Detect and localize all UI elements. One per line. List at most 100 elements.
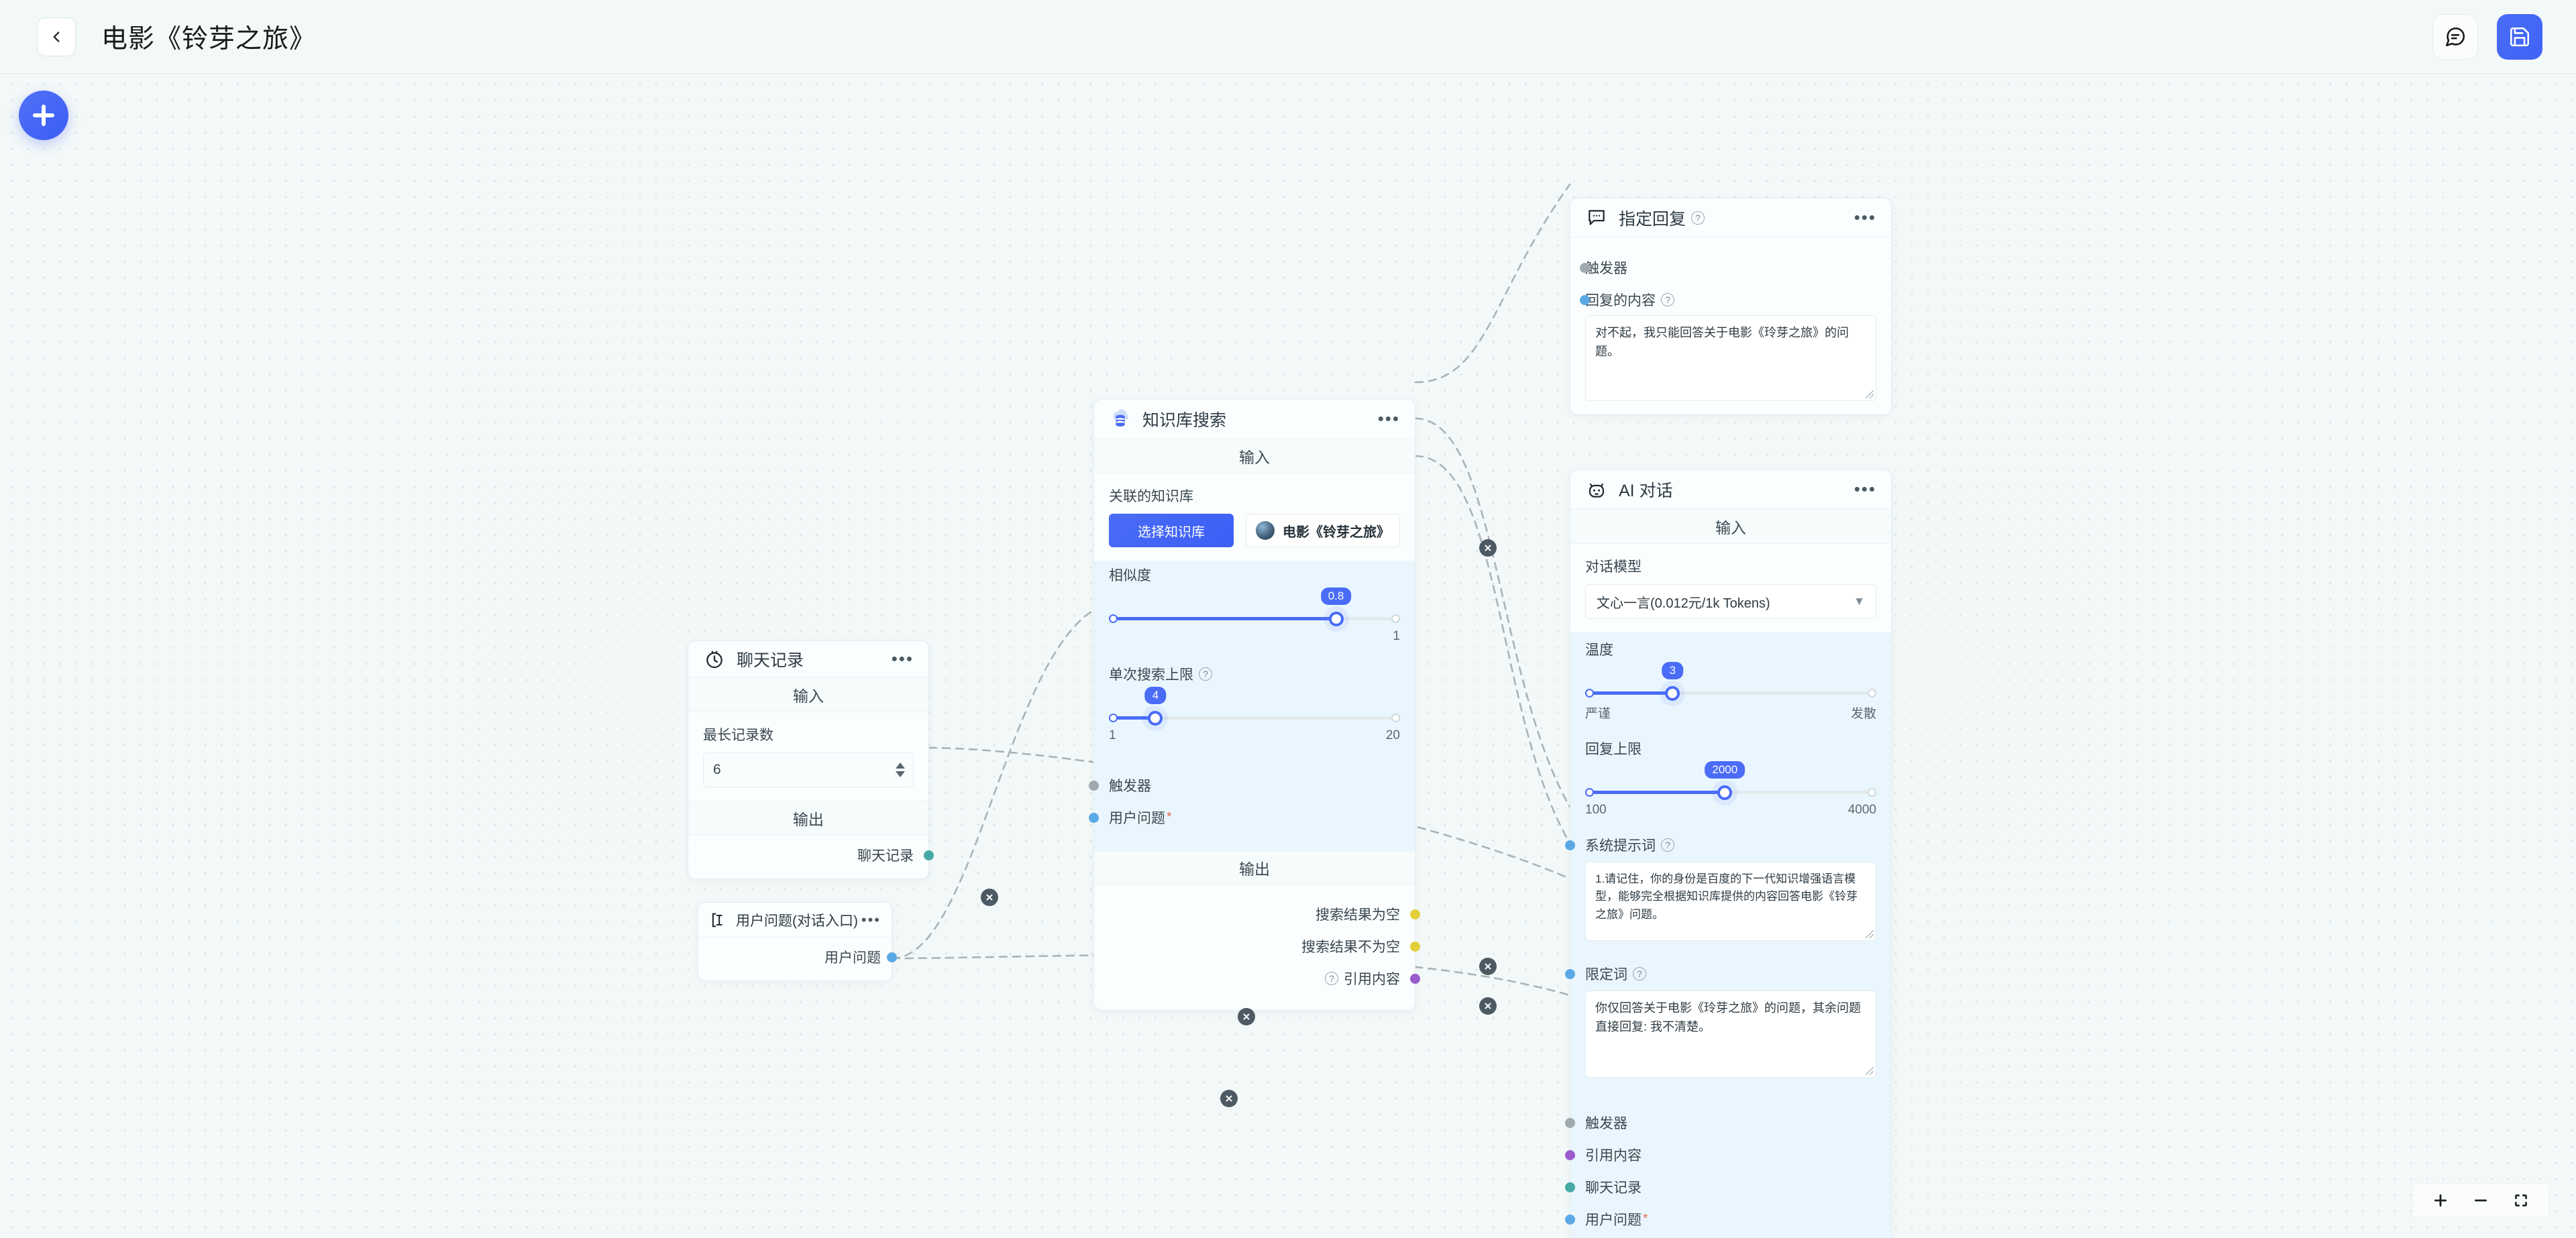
port-row-user-question[interactable]: 用户问题*	[1565, 1209, 1876, 1229]
port-in-trigger[interactable]	[1565, 1117, 1575, 1128]
port-in-quote[interactable]	[1565, 1149, 1575, 1160]
port-row-qualifier[interactable]: 限定词 ?	[1565, 964, 1876, 984]
edge-delete-button[interactable]	[981, 889, 998, 906]
reply-content-textarea[interactable]: 对不起，我只能回答关于电影《玲芽之旅》的问题。	[1585, 315, 1876, 401]
port-out-empty-result[interactable]	[1410, 909, 1420, 919]
node-menu-button[interactable]: •••	[1854, 207, 1876, 227]
port-label: 引用内容	[1344, 972, 1400, 987]
save-button[interactable]	[2497, 13, 2542, 60]
node-ai-chat[interactable]: AI 对话 ••• 输入 对话模型 文心一言(0.012元/1k Tokens)…	[1565, 469, 1892, 1238]
port-row-system-prompt[interactable]: 系统提示词 ?	[1565, 835, 1876, 855]
max-records-stepper[interactable]: 6	[703, 752, 914, 787]
model-select[interactable]: 文心一言(0.012元/1k Tokens) ▼	[1585, 584, 1876, 619]
model-label: 对话模型	[1585, 559, 1642, 575]
node-chat-history[interactable]: 聊天记录 ••• 输入 最长记录数 6 输出 聊天记录	[688, 640, 934, 879]
port-row-quote-content[interactable]: ? 引用内容	[1109, 968, 1420, 989]
node-kb-search[interactable]: 知识库搜索 ••• 输入 关联的知识库 选择知识库 电影《铃芽之旅》 相似度	[1089, 399, 1420, 1011]
similarity-slider[interactable]: 0.8 1	[1109, 587, 1400, 643]
temperature-slider[interactable]: 3 严谨 发散	[1585, 662, 1876, 721]
select-knowledge-base-button[interactable]: 选择知识库	[1109, 514, 1234, 547]
help-icon[interactable]: ?	[1325, 972, 1338, 985]
system-prompt-textarea[interactable]: 1.请记住，你的身份是百度的下一代知识增强语言模型，能够完全根据知识库提供的内容…	[1585, 862, 1876, 941]
port-label: 聊天记录	[1585, 1180, 1642, 1196]
port-label: 聊天记录	[857, 848, 914, 864]
temperature-label: 温度	[1585, 642, 1613, 658]
node-title: 聊天记录	[737, 651, 804, 670]
port-row-chat-history[interactable]: 聊天记录	[703, 845, 934, 865]
port-in-qualifier[interactable]	[1565, 968, 1575, 979]
edge-delete-button[interactable]	[1479, 958, 1497, 975]
knowledge-base-chip[interactable]: 电影《铃芽之旅》	[1246, 514, 1400, 547]
close-icon	[986, 894, 993, 901]
limit-min-label: 1	[1109, 728, 1116, 742]
zoom-in-button[interactable]	[2432, 1192, 2449, 1209]
slider-knob[interactable]	[1665, 686, 1680, 701]
port-out-user-question[interactable]	[887, 952, 897, 962]
port-out-chat-history[interactable]	[924, 850, 934, 860]
port-row-user-question[interactable]: 用户问题	[709, 947, 897, 967]
add-node-button[interactable]	[19, 91, 68, 140]
port-row-reply-content[interactable]: 回复的内容 ?	[1580, 290, 1876, 310]
port-in-user-question[interactable]	[1089, 812, 1099, 823]
port-row-quote[interactable]: 引用内容	[1565, 1145, 1876, 1165]
edge-delete-button[interactable]	[1479, 539, 1497, 557]
edge-notempty-to-ai-trigger	[1414, 417, 1571, 808]
port-in-user-question[interactable]	[1565, 1214, 1575, 1225]
edge-delete-button[interactable]	[1479, 997, 1497, 1015]
port-row-trigger[interactable]: 触发器	[1565, 1113, 1876, 1133]
node-menu-button[interactable]: •••	[891, 649, 914, 669]
port-row-trigger[interactable]: 触发器	[1580, 258, 1876, 278]
fit-view-button[interactable]	[2512, 1192, 2530, 1209]
port-in-trigger[interactable]	[1089, 780, 1099, 791]
help-icon[interactable]: ?	[1633, 967, 1646, 980]
stepper-arrows[interactable]	[896, 753, 905, 787]
help-icon[interactable]: ?	[1199, 667, 1212, 681]
close-icon	[1485, 545, 1491, 551]
edge-question-to-kb	[891, 609, 1095, 960]
port-row-empty-result[interactable]: 搜索结果为空	[1109, 904, 1420, 924]
output-band: 输出	[1094, 850, 1415, 885]
limit-slider[interactable]: 4 1 20	[1109, 687, 1400, 742]
node-menu-button[interactable]: •••	[1377, 408, 1400, 429]
zoom-out-button[interactable]	[2472, 1192, 2489, 1209]
slider-cap-left	[1109, 714, 1118, 722]
port-out-nonempty-result[interactable]	[1410, 941, 1420, 952]
maxtokens-section: 回复上限 2000 100 4000	[1570, 729, 1891, 828]
edge-delete-button[interactable]	[1238, 1008, 1255, 1025]
port-in-system-prompt[interactable]	[1565, 840, 1575, 850]
back-button[interactable]	[37, 17, 76, 56]
help-icon[interactable]: ?	[1661, 838, 1674, 852]
port-in-trigger[interactable]	[1580, 262, 1590, 273]
stepper-up-icon[interactable]	[896, 763, 905, 769]
slider-knob[interactable]	[1328, 612, 1344, 626]
node-menu-button[interactable]: •••	[861, 911, 881, 928]
kb-output-ports: 搜索结果为空 搜索结果不为空 ? 引用内容	[1094, 885, 1420, 1010]
port-row-trigger[interactable]: 触发器	[1089, 775, 1400, 795]
similarity-label: 相似度	[1109, 568, 1151, 583]
port-row-nonempty-result[interactable]: 搜索结果不为空	[1109, 936, 1420, 956]
slider-fill	[1109, 716, 1156, 720]
workflow-canvas[interactable]: 指定回复 ? ••• 触发器 回复的内容 ? 对不起，我只能回答关于电影《玲芽之…	[0, 74, 2576, 1238]
plus-icon	[2434, 1194, 2447, 1206]
port-row-history[interactable]: 聊天记录	[1565, 1177, 1876, 1197]
maxtokens-slider[interactable]: 2000 100 4000	[1585, 761, 1876, 817]
node-menu-button[interactable]: •••	[1854, 479, 1876, 499]
port-out-quote-content[interactable]	[1410, 973, 1420, 984]
qualifier-textarea[interactable]: 你仅回答关于电影《玲芽之旅》的问题，其余问题直接回复: 我不清楚。	[1585, 991, 1876, 1078]
slider-track	[1585, 691, 1876, 695]
help-icon[interactable]: ?	[1661, 293, 1674, 306]
slider-knob[interactable]	[1717, 785, 1733, 800]
port-row-user-question[interactable]: 用户问题*	[1089, 807, 1400, 828]
chevron-down-icon: ▼	[1854, 595, 1865, 608]
node-user-question[interactable]: 用户问题(对话入口) ••• 用户问题	[698, 902, 897, 981]
node-specified-reply[interactable]: 指定回复 ? ••• 触发器 回复的内容 ? 对不起，我只能回答关于电影《玲芽之…	[1570, 198, 1892, 415]
slider-knob[interactable]	[1148, 711, 1163, 726]
help-icon[interactable]: ?	[1691, 211, 1705, 225]
stepper-down-icon[interactable]	[896, 771, 905, 777]
port-in-history[interactable]	[1565, 1182, 1575, 1192]
chat-test-button[interactable]	[2432, 13, 2478, 60]
zoom-controls[interactable]	[2412, 1183, 2549, 1218]
edge-delete-button[interactable]	[1220, 1090, 1238, 1107]
chevron-left-icon	[53, 31, 60, 42]
port-in-reply-content[interactable]	[1580, 294, 1590, 305]
